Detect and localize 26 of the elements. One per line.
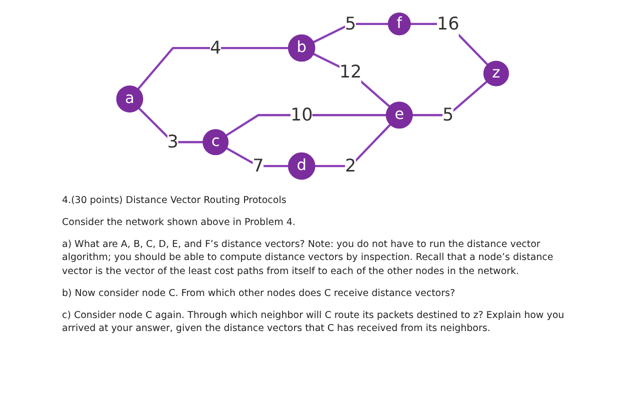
problem-heading: 4.(30 points) Distance Vector Routing Protocols (62, 194, 288, 208)
node-circle: b (288, 34, 316, 62)
edge-label: 4 (210, 37, 222, 58)
edge-label: 5 (442, 104, 454, 126)
connector (137, 46, 288, 90)
question-text: Consider the network shown above in Problem 4. (62, 216, 296, 230)
connector (314, 124, 392, 168)
node-circle: a (116, 85, 144, 112)
edge-label: 16 (436, 12, 460, 34)
connector (312, 52, 390, 108)
node-circle: d (288, 152, 316, 180)
question-text: b) Now consider node C. From which other nodes does C receive distance vectors? (62, 286, 456, 301)
node-circle: c (202, 129, 228, 156)
edge-label: 10 (290, 104, 313, 126)
node-circle: z (483, 60, 509, 86)
connector (225, 114, 386, 136)
question-text: c) Consider node C again. Through which neighbor will C route its packets destined to z? Explain how you arrived at your answer, given the distance vectors that C has received from its neighbors. (62, 308, 566, 336)
edge-label: 7 (252, 155, 264, 176)
node-circle: e (386, 102, 413, 129)
question-text: a) What are A, B, C, D, E, and F’s distance vectors? Note: you do not have to run the distance vector algorithm; you should be able to compute distance vectors by inspection. Recall that a node’s distance vector is the vector of the least cost paths from itself to each of the other nodes in the network. (62, 238, 554, 279)
node-circle: f (388, 12, 411, 36)
connector (412, 80, 488, 116)
edge-label: 5 (344, 12, 356, 34)
edge-label: 2 (344, 155, 356, 176)
edge-label: 3 (167, 131, 178, 152)
edge-label: 12 (339, 61, 362, 82)
